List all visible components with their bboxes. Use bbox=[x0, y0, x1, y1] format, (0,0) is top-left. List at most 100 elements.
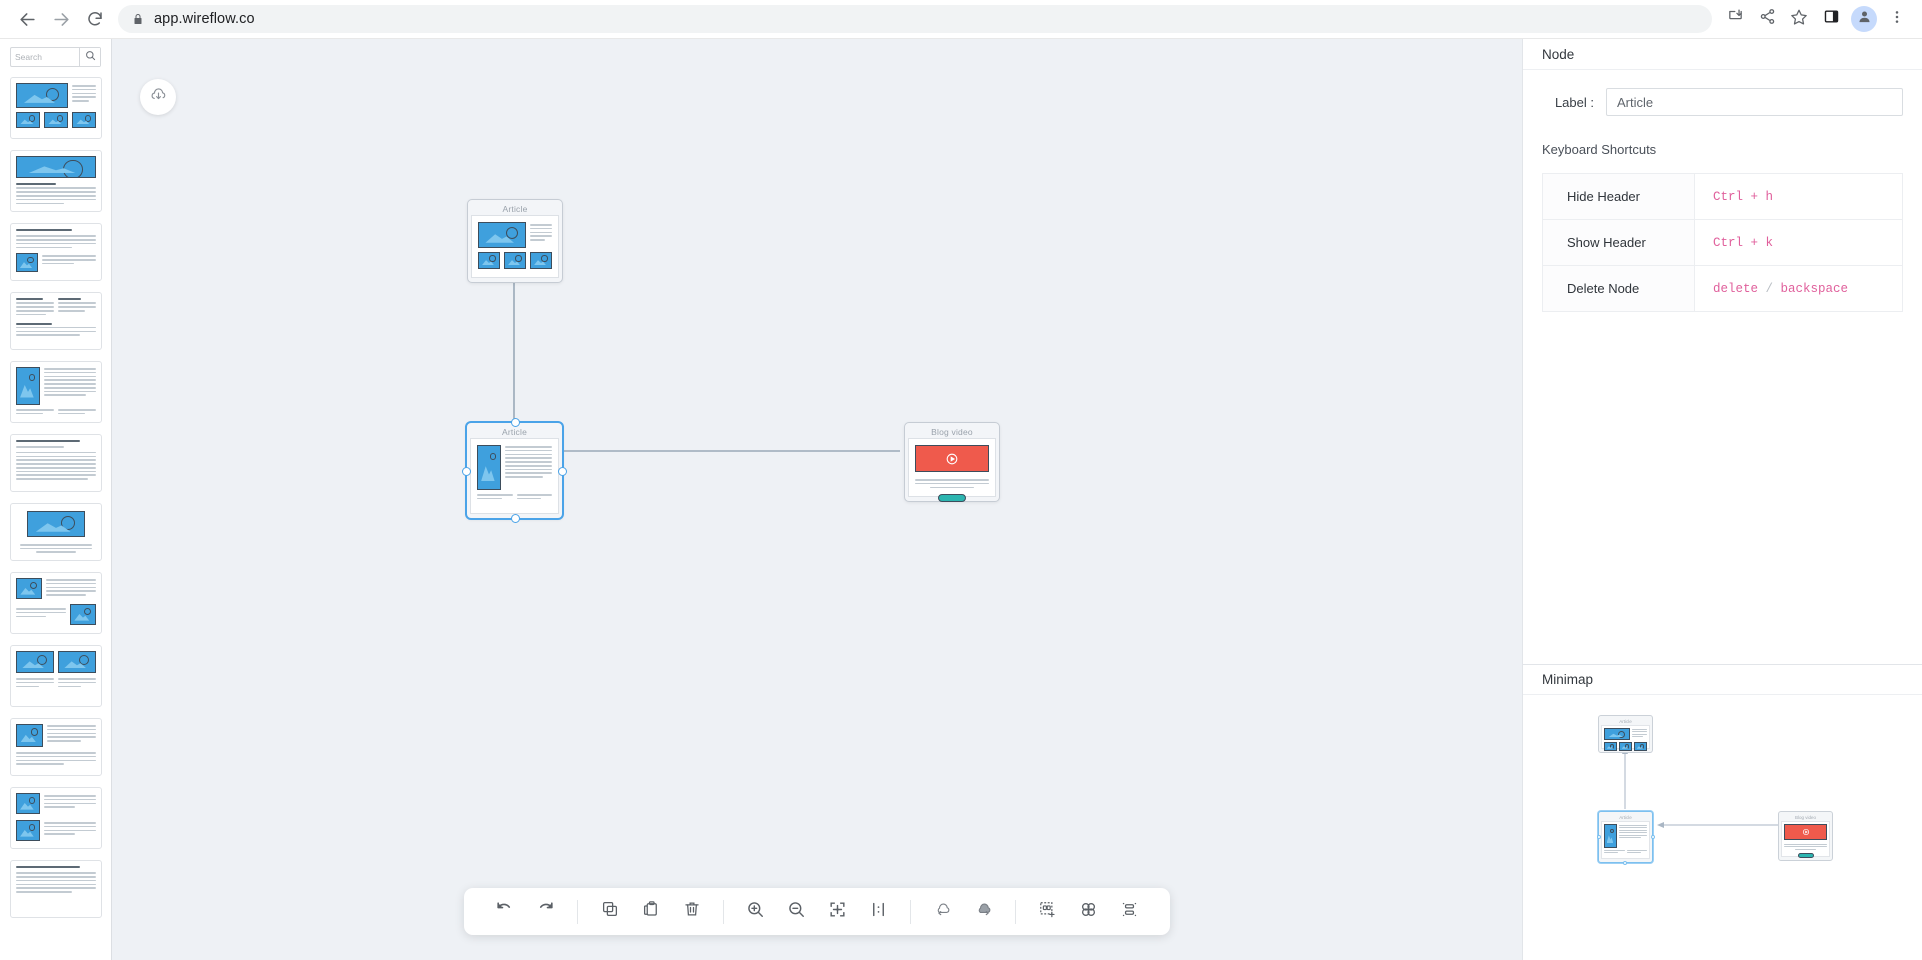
toolbar-divider bbox=[723, 899, 724, 924]
trash-icon bbox=[683, 900, 701, 923]
minimap-node-title: Article bbox=[1619, 719, 1632, 724]
shortcuts-section-title: Keyboard Shortcuts bbox=[1542, 142, 1657, 157]
canvas-node-article-top[interactable]: Article bbox=[467, 199, 563, 283]
shortcut-action: Show Header bbox=[1542, 219, 1695, 266]
undo-icon bbox=[495, 900, 514, 924]
shortcut-keys: Ctrl + h bbox=[1694, 173, 1903, 220]
profile-avatar-icon bbox=[1857, 9, 1872, 29]
bookmark-button[interactable] bbox=[1784, 4, 1814, 34]
zoom-in-button[interactable] bbox=[735, 891, 776, 932]
zoom-out-button[interactable] bbox=[776, 891, 817, 932]
template-item-left-portrait-image-with-text[interactable] bbox=[10, 361, 102, 423]
node-handle-right[interactable] bbox=[558, 467, 567, 476]
template-item-image-left-with-paragraph[interactable] bbox=[10, 718, 102, 776]
template-item-hero-image-with-three-thumbs[interactable] bbox=[10, 77, 102, 139]
node-handle-top[interactable] bbox=[511, 418, 520, 427]
minimap-node-blog-video[interactable]: Blog video bbox=[1778, 811, 1833, 861]
canvas-node-blog-video[interactable]: Blog video bbox=[904, 422, 1000, 503]
install-app-icon bbox=[1727, 8, 1744, 30]
redo-button[interactable] bbox=[525, 891, 566, 932]
template-sidebar[interactable] bbox=[0, 39, 112, 960]
video-placeholder bbox=[915, 445, 989, 472]
template-item-plain-text-block[interactable] bbox=[10, 434, 102, 492]
node-handle-left[interactable] bbox=[462, 467, 471, 476]
minimap-node-body bbox=[1601, 821, 1650, 859]
copy-icon bbox=[601, 900, 619, 923]
fit-screen-icon bbox=[828, 900, 847, 924]
undo-button[interactable] bbox=[484, 891, 525, 932]
canvas-node-article-selected[interactable]: Article bbox=[462, 418, 567, 523]
edge-layer bbox=[509, 254, 900, 456]
toolbar-divider bbox=[1015, 899, 1016, 924]
align-nodes-button[interactable] bbox=[1109, 891, 1150, 932]
minimap-video-placeholder bbox=[1784, 824, 1827, 840]
node-handle-bottom[interactable] bbox=[511, 514, 520, 523]
profile-button[interactable] bbox=[1851, 6, 1877, 32]
template-item-two-column-text[interactable] bbox=[10, 292, 102, 350]
cloud-download-icon bbox=[150, 86, 167, 108]
shortcut-action: Hide Header bbox=[1542, 173, 1695, 220]
forward-button[interactable] bbox=[44, 2, 78, 36]
template-item-two-image-columns[interactable] bbox=[10, 645, 102, 707]
back-arrow-icon bbox=[18, 10, 37, 29]
template-item-centered-image-with-caption[interactable] bbox=[10, 503, 102, 561]
shortcut-keys: delete / backspace bbox=[1694, 265, 1903, 312]
minimap-cta-placeholder bbox=[1797, 852, 1814, 858]
node-title: Blog video bbox=[931, 427, 973, 437]
zoom-in-icon bbox=[746, 900, 765, 924]
add-selection-icon bbox=[1038, 900, 1057, 924]
flow-canvas[interactable]: Article bbox=[112, 39, 1522, 960]
node-label-input[interactable] bbox=[1606, 88, 1903, 116]
minimap-node-body bbox=[1781, 821, 1830, 858]
properties-panel: Node Label : Keyboard Shortcuts Hide Hea… bbox=[1522, 39, 1922, 960]
template-item-text-heading-with-inline-image[interactable] bbox=[10, 223, 102, 281]
share-icon bbox=[1759, 8, 1776, 30]
search-row[interactable] bbox=[10, 47, 101, 67]
cta-button-placeholder bbox=[938, 494, 966, 503]
template-item-stacked-image-list[interactable] bbox=[10, 787, 102, 849]
paste-icon bbox=[642, 900, 660, 923]
template-item-image-text-alternating[interactable] bbox=[10, 572, 102, 634]
add-group-button[interactable] bbox=[1027, 891, 1068, 932]
node-body bbox=[471, 215, 559, 278]
label-field-label: Label : bbox=[1554, 94, 1594, 110]
group-icon bbox=[1079, 900, 1098, 924]
minimap-title: Minimap bbox=[1523, 664, 1922, 695]
cloud-download-button[interactable] bbox=[140, 79, 176, 115]
delete-button[interactable] bbox=[671, 891, 712, 932]
shortcut-action: Delete Node bbox=[1542, 265, 1695, 312]
back-button[interactable] bbox=[10, 2, 44, 36]
split-view-icon bbox=[869, 900, 888, 924]
copy-button[interactable] bbox=[589, 891, 630, 932]
toggle-sidebar-button[interactable] bbox=[858, 891, 899, 932]
browser-menu-button[interactable] bbox=[1882, 4, 1912, 34]
template-item-banner-with-text-block[interactable] bbox=[10, 150, 102, 212]
template-item-text-only-block[interactable] bbox=[10, 860, 102, 918]
undo-cloud-button[interactable] bbox=[922, 891, 963, 932]
share-button[interactable] bbox=[1752, 4, 1782, 34]
redo-cloud-button[interactable] bbox=[963, 891, 1004, 932]
minimap-edge-layer bbox=[1622, 747, 1778, 828]
reload-button[interactable] bbox=[78, 2, 112, 36]
star-icon bbox=[1790, 8, 1808, 31]
minimap-node-article-top[interactable]: Article bbox=[1598, 715, 1653, 753]
keyboard-shortcuts-table: Hide Header Ctrl + h Show Header Ctrl + … bbox=[1542, 173, 1903, 312]
fit-to-screen-button[interactable] bbox=[817, 891, 858, 932]
label-field-row: Label : bbox=[1542, 88, 1903, 116]
minimap[interactable]: Article bbox=[1523, 695, 1922, 960]
group-nodes-button[interactable] bbox=[1068, 891, 1109, 932]
redo-icon bbox=[536, 900, 555, 924]
lock-icon bbox=[132, 13, 144, 25]
shortcut-keys: Ctrl + k bbox=[1694, 219, 1903, 266]
side-panel-button[interactable] bbox=[1816, 4, 1846, 34]
address-bar[interactable]: app.wireflow.co bbox=[118, 5, 1712, 33]
canvas-toolbar bbox=[464, 888, 1170, 935]
paste-button[interactable] bbox=[630, 891, 671, 932]
search-input[interactable] bbox=[11, 48, 79, 66]
install-app-button[interactable] bbox=[1720, 4, 1750, 34]
minimap-handle-left bbox=[1596, 835, 1601, 839]
panel-body: Label : Keyboard Shortcuts Hide Header C… bbox=[1523, 70, 1922, 664]
minimap-node-article-selected[interactable]: Article bbox=[1596, 811, 1655, 865]
search-button[interactable] bbox=[79, 48, 100, 66]
zoom-out-icon bbox=[787, 900, 806, 924]
